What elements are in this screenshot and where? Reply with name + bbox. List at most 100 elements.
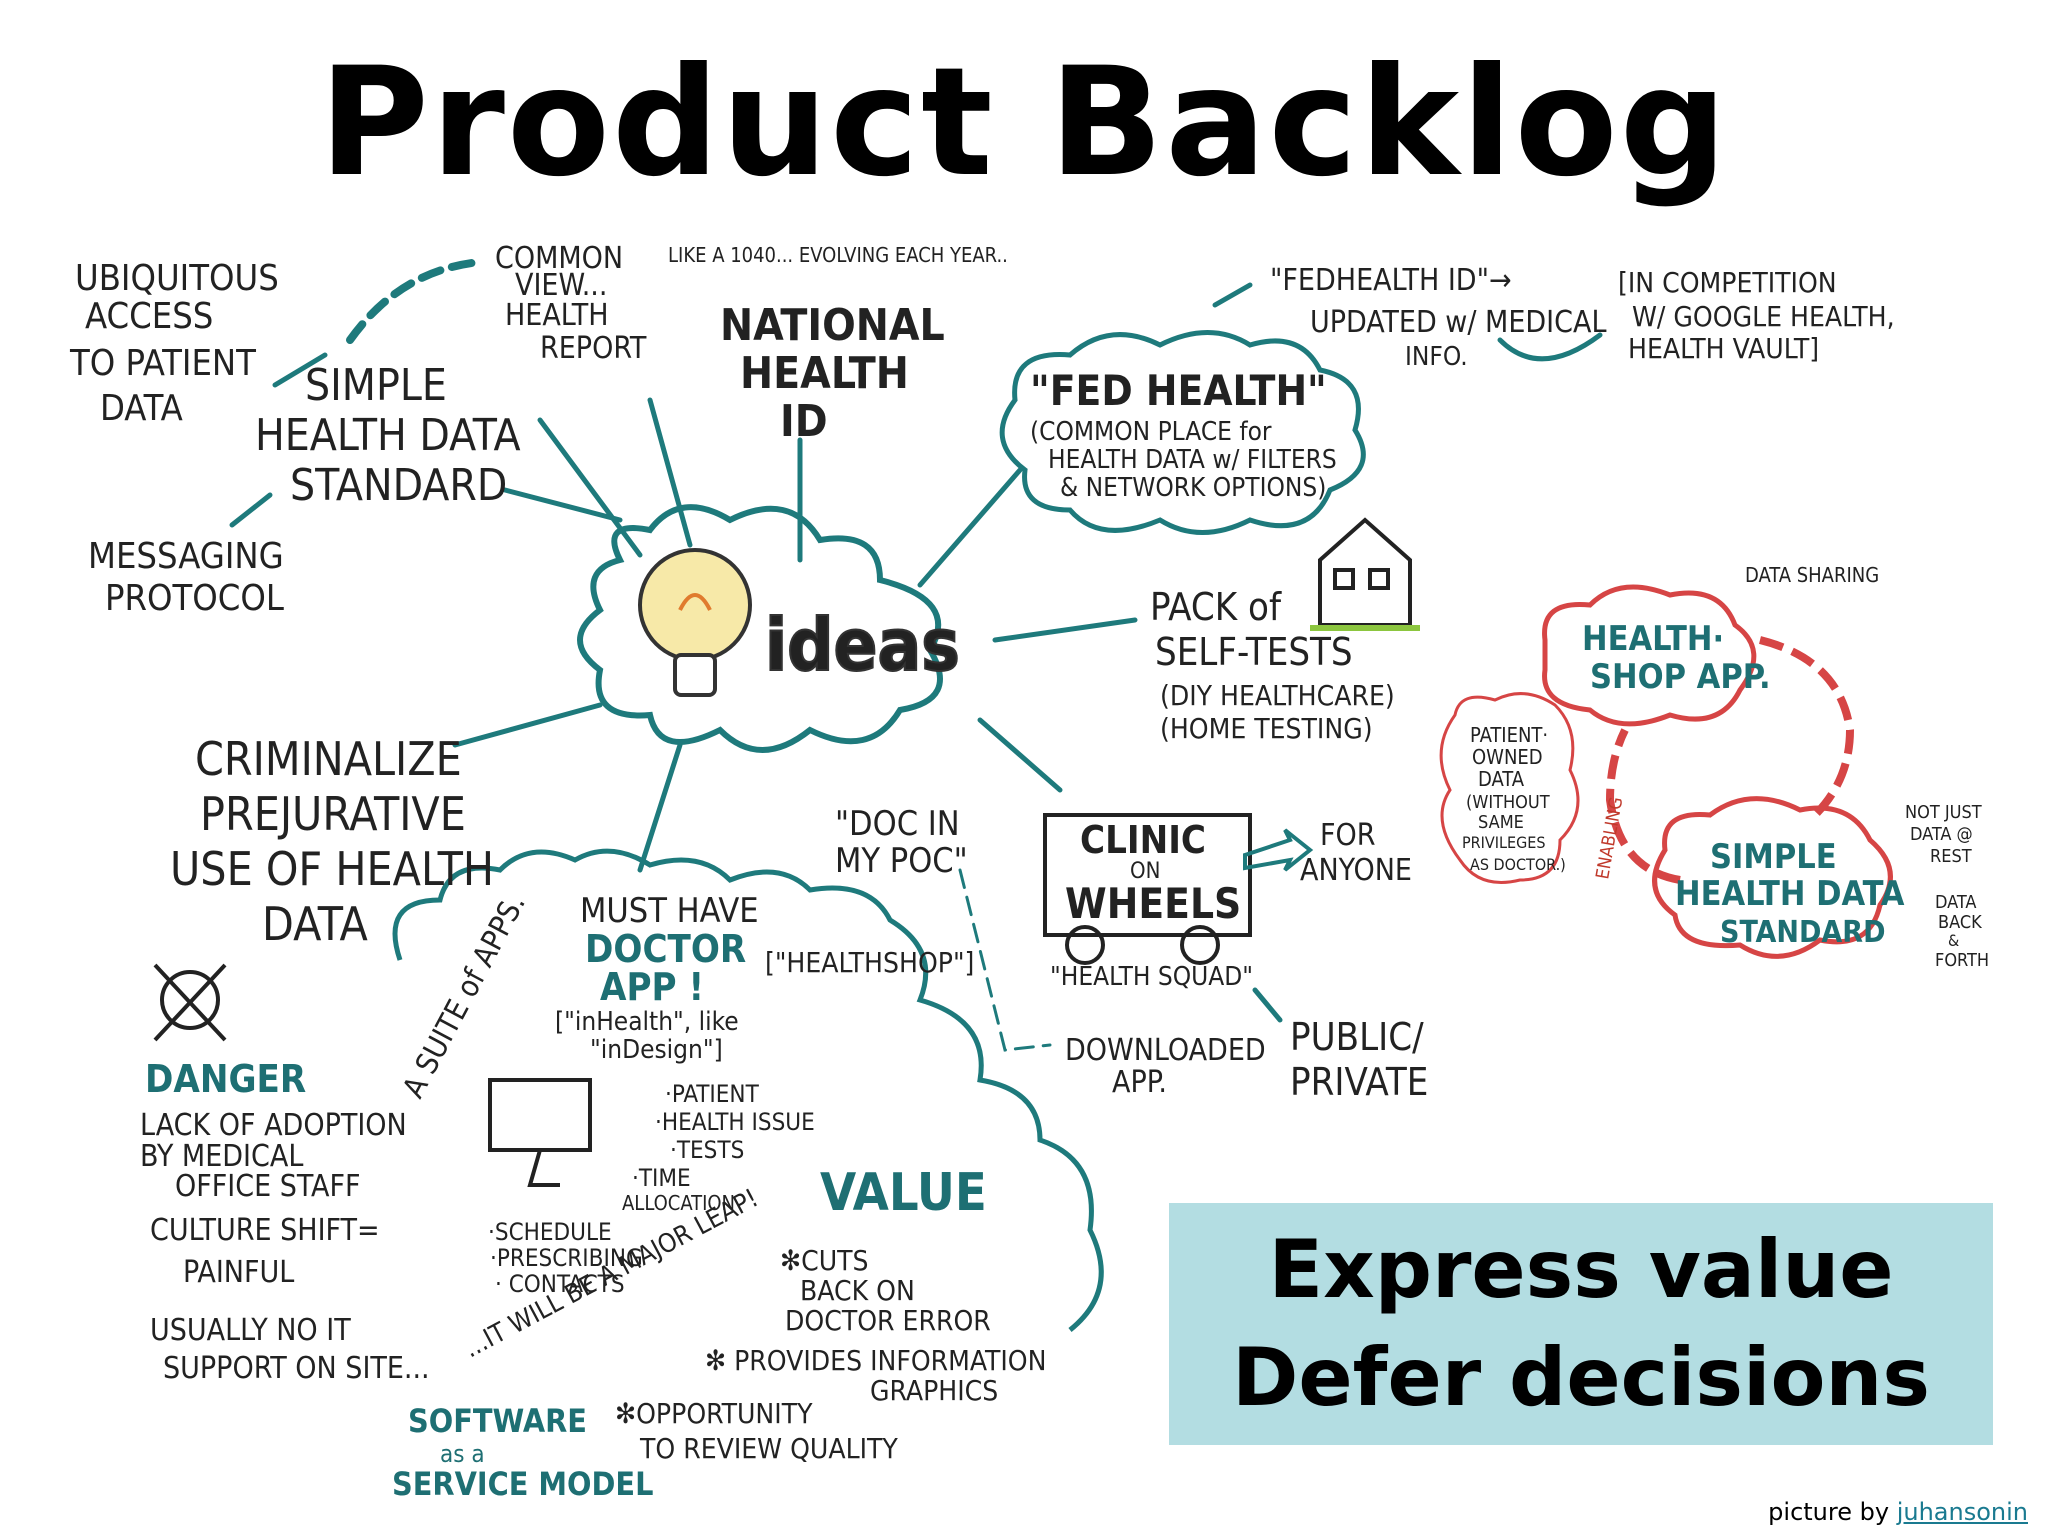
credit-link[interactable]: juhansonin — [1896, 1498, 2028, 1526]
node-text: DOCTOR ERROR — [785, 1304, 991, 1337]
node-text: FOR — [1320, 818, 1376, 853]
node-text: PATIENT· — [1470, 723, 1548, 747]
callout-line-2: Defer decisions — [1232, 1331, 1930, 1424]
skull-icon — [153, 963, 227, 1042]
node-common-view: COMMON VIEW... HEALTH REPORT — [495, 241, 647, 366]
node-suite: A SUITE of APPS. — [396, 888, 533, 1103]
node-criminalize: CRIMINALIZE PREJURATIVE USE OF HEALTH DA… — [170, 732, 494, 951]
node-text: NOT JUST — [1905, 802, 1982, 823]
page-title: Product Backlog — [318, 36, 1730, 210]
fed-health-cloud — [999, 330, 1366, 535]
node-text: CULTURE SHIFT= — [150, 1213, 380, 1248]
node-text: PUBLIC/ — [1290, 1015, 1424, 1059]
node-national-id: NATIONAL HEALTH ID — [720, 300, 945, 447]
node-text: "DOC IN — [835, 804, 960, 844]
node-text: TO REVIEW QUALITY — [639, 1432, 898, 1465]
node-danger: DANGER — [145, 1057, 306, 1101]
node-text: UBIQUITOUS — [75, 258, 279, 299]
node-text: OWNED — [1472, 745, 1543, 769]
node-text: ✻CUTS — [780, 1244, 869, 1277]
node-text: SAME — [1478, 812, 1524, 833]
node-healthshop: ["HEALTHSHOP"] — [765, 946, 974, 979]
node-text: PACK of — [1150, 585, 1282, 629]
node-doc-in-poc: "DOC IN MY POC" — [835, 804, 968, 881]
node-not-just: NOT JUST DATA @ REST — [1905, 802, 1982, 867]
node-text: & NETWORK OPTIONS) — [1060, 473, 1326, 503]
node-text: "FED HEALTH" — [1030, 366, 1327, 415]
node-value: VALUE — [820, 1163, 987, 1223]
node-health-shop-app: HEALTH· SHOP APP. — [1582, 619, 1771, 697]
node-text: ID — [780, 396, 828, 447]
arrow-icon — [1243, 828, 1314, 872]
node-text: "inDesign"] — [590, 1035, 723, 1065]
node-text: "FEDHEALTH ID"→ — [1270, 263, 1512, 298]
node-text: [IN COMPETITION — [1618, 266, 1837, 299]
node-text: BACK ON — [800, 1274, 915, 1307]
node-text: NATIONAL — [720, 300, 945, 351]
node-danger-items: LACK OF ADOPTION BY MEDICAL OFFICE STAFF… — [140, 1108, 430, 1386]
node-text: · CONTACTS — [495, 1270, 625, 1298]
node-text: VIEW... — [515, 268, 607, 303]
node-text: INFO. — [1405, 342, 1468, 372]
node-text: UPDATED w/ MEDICAL — [1310, 305, 1606, 340]
node-text: W/ GOOGLE HEALTH, — [1632, 300, 1895, 333]
node-text: BY MEDICAL — [140, 1139, 303, 1174]
node-text: ALLOCATION — [622, 1191, 735, 1215]
node-text: ["inHealth", like — [555, 1007, 739, 1037]
node-text: DOWNLOADED — [1065, 1033, 1266, 1068]
node-text: ·TIME — [632, 1164, 691, 1192]
node-text: as a — [440, 1440, 485, 1468]
node-text: MUST HAVE — [580, 891, 759, 931]
node-text: WHEELS — [1065, 879, 1241, 928]
node-text: STANDARD — [290, 460, 507, 511]
node-text: SOFTWARE — [408, 1402, 587, 1440]
suite-cloud — [392, 848, 1104, 1332]
node-text: PRIVILEGES — [1462, 833, 1546, 852]
node-software: SOFTWARE as a SERVICE MODEL — [392, 1402, 653, 1503]
node-text: APP ! — [600, 965, 704, 1009]
node-text: OFFICE STAFF — [175, 1169, 361, 1204]
house-icon — [1310, 517, 1420, 631]
node-text: SERVICE MODEL — [392, 1465, 653, 1503]
patient-owned-cloud — [1439, 692, 1580, 884]
node-text: HEALTH — [740, 348, 909, 399]
node-text: (COMMON PLACE for — [1030, 417, 1272, 447]
node-text: ON — [1130, 859, 1160, 884]
node-text: ✻ PROVIDES INFORMATION — [705, 1344, 1046, 1377]
node-downloaded: DOWNLOADED APP. — [1065, 1033, 1266, 1100]
node-messaging: MESSAGING PROTOCOL — [88, 536, 284, 619]
node-text: & — [1948, 931, 1959, 950]
node-features: ·PATIENT ·HEALTH ISSUE ·TESTS ·TIME ALLO… — [622, 1080, 815, 1215]
node-text: ·SCHEDULE — [488, 1218, 612, 1246]
node-text: DATA — [1478, 767, 1525, 791]
node-text: LACK OF ADOPTION — [140, 1108, 407, 1143]
node-text: USUALLY NO IT — [150, 1313, 351, 1348]
node-text: HEALTH DATA — [255, 410, 521, 461]
truck-icon — [1043, 813, 1252, 965]
node-patient-owned: PATIENT· OWNED DATA (WITHOUT SAME PRIVIL… — [1462, 723, 1566, 874]
node-text: HEALTH· — [1582, 619, 1724, 659]
node-cuts: ✻CUTS BACK ON DOCTOR ERROR — [780, 1244, 991, 1337]
node-text: (WITHOUT — [1466, 792, 1550, 813]
node-inhealth: ["inHealth", like "inDesign"] — [555, 1007, 739, 1065]
node-text: PROTOCOL — [105, 578, 284, 619]
node-text: PAINFUL — [183, 1255, 294, 1290]
node-text: DOCTOR — [585, 927, 746, 971]
node-text: (HOME TESTING) — [1160, 712, 1373, 745]
credit: picture by juhansonin — [1768, 1498, 2028, 1526]
node-text: ·PATIENT — [665, 1080, 760, 1108]
node-text: HEALTH VAULT] — [1628, 332, 1819, 365]
node-text: DATA — [1935, 892, 1976, 913]
callout-box: Express value Defer decisions — [1169, 1203, 1993, 1445]
node-text: DATA @ — [1910, 824, 1973, 845]
node-text: ·TESTS — [670, 1136, 744, 1164]
node-text: HEALTH DATA w/ FILTERS — [1048, 445, 1337, 475]
node-text: GRAPHICS — [870, 1374, 998, 1407]
node-text: APP. — [1112, 1065, 1167, 1100]
node-text: ·PRESCRIBING — [490, 1244, 643, 1272]
node-text: REST — [1930, 846, 1972, 867]
node-text: DATA — [100, 388, 183, 429]
node-text: PREJURATIVE — [200, 787, 466, 841]
node-text: CLINIC — [1080, 818, 1206, 862]
node-fed-health: "FED HEALTH" (COMMON PLACE for HEALTH DA… — [1030, 366, 1337, 503]
